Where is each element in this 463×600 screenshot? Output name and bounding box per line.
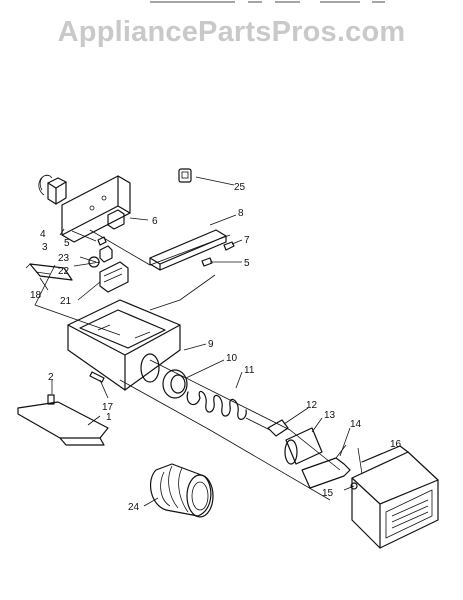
callout-labels: 25 6 8 7 5 4 3 5 23 22 18 21 9 10 11 2 1… <box>30 182 402 513</box>
callout-23: 23 <box>58 253 70 264</box>
callout-24: 24 <box>128 502 140 513</box>
callout-15: 15 <box>322 488 334 499</box>
callout-9: 9 <box>208 339 214 350</box>
part-23-switch <box>88 245 113 268</box>
callout-25: 25 <box>234 182 246 193</box>
part-9-auger-housing <box>67 299 181 391</box>
explode-guide-lines <box>34 229 341 501</box>
watermark: AppliancePartsPros.com <box>57 16 406 48</box>
leader-lines <box>39 176 363 507</box>
callout-16: 16 <box>390 439 402 450</box>
callout-3: 3 <box>42 242 48 253</box>
part-4-motor <box>38 174 67 205</box>
part-12-cam <box>267 419 289 437</box>
callout-11: 11 <box>244 365 255 376</box>
callout-4: 4 <box>40 229 46 240</box>
callout-7: 7 <box>244 235 250 246</box>
part-10-ring <box>162 369 188 399</box>
part-1-bottom-bracket <box>17 401 109 446</box>
part-6-mounting-plate <box>61 175 131 243</box>
part-5-screw-left <box>97 236 107 246</box>
callout-22: 22 <box>58 266 70 277</box>
part-7-screw <box>223 241 235 251</box>
part-15-screw <box>350 482 358 490</box>
part-13-coupler <box>284 427 323 465</box>
part-21-bracket <box>99 261 129 293</box>
part-8-bracket-bar <box>149 229 227 271</box>
callout-18: 18 <box>30 290 42 301</box>
callout-10: 10 <box>226 353 238 364</box>
callout-6: 6 <box>152 216 158 227</box>
part-16-gear-motor <box>351 445 439 549</box>
callout-17: 17 <box>102 402 114 413</box>
callout-5-right: 5 <box>244 258 250 269</box>
callout-13: 13 <box>324 410 336 421</box>
part-11-auger-spring <box>186 390 271 431</box>
part-17-screw <box>89 371 105 383</box>
part-18-wire-harness <box>25 263 73 281</box>
callout-5-left: 5 <box>64 238 70 249</box>
callout-2: 2 <box>48 372 54 383</box>
part-24-bellows <box>149 463 214 518</box>
callout-12: 12 <box>306 400 318 411</box>
part-14-bracket <box>301 444 351 489</box>
callout-1: 1 <box>106 412 112 423</box>
part-5-screw-right <box>201 257 213 267</box>
callout-21: 21 <box>60 296 72 307</box>
part-25-clip <box>178 168 192 183</box>
callout-14: 14 <box>350 419 362 430</box>
part-2-screw <box>47 394 55 405</box>
callout-8: 8 <box>238 208 244 219</box>
